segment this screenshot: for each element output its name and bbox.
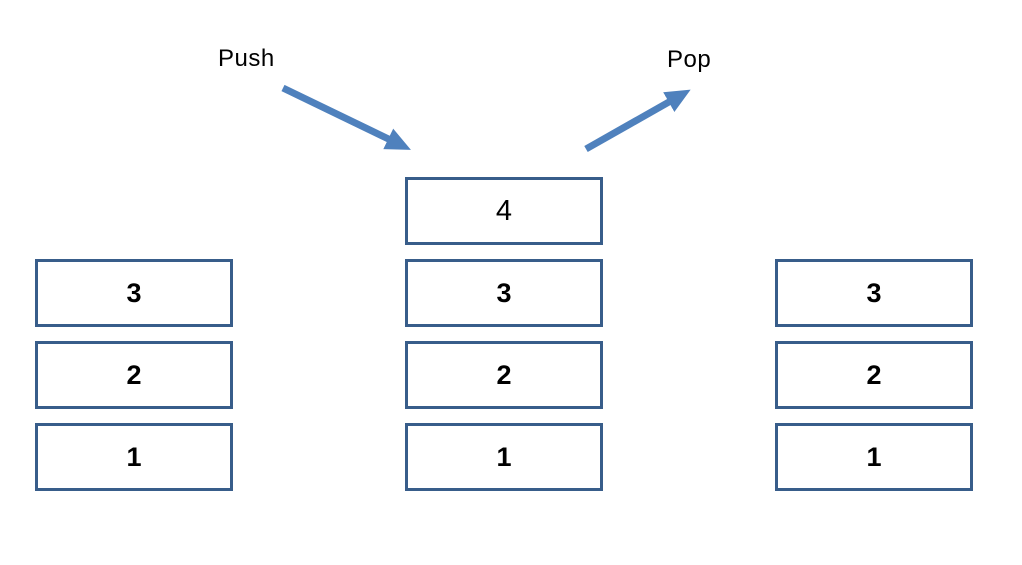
middle-stack-pushed-item: 4: [405, 177, 603, 245]
right-stack-item-bottom: 1: [775, 423, 973, 491]
push-arrow-icon: [281, 84, 411, 150]
left-stack-item-top: 3: [35, 259, 233, 327]
stack-item-value: 1: [496, 441, 512, 472]
middle-stack-item-bottom: 1: [405, 423, 603, 491]
stack-item-value: 4: [495, 194, 513, 227]
left-stack-item-middle: 2: [35, 341, 233, 409]
stack-item-value: 2: [126, 359, 142, 390]
push-label: Push: [218, 45, 275, 72]
stack-item-value: 1: [126, 441, 142, 472]
left-stack-item-bottom: 1: [35, 423, 233, 491]
stack-item-value: 2: [496, 359, 512, 390]
stack-item-value: 2: [866, 359, 882, 390]
stack-item-value: 3: [126, 277, 142, 308]
right-stack-item-middle: 2: [775, 341, 973, 409]
middle-stack-item-top: 3: [405, 259, 603, 327]
stack-item-value: 3: [496, 277, 512, 308]
stack-item-value: 1: [866, 441, 882, 472]
right-stack-item-top: 3: [775, 259, 973, 327]
pop-label: Pop: [667, 46, 712, 73]
pop-arrow-icon: [584, 89, 691, 153]
middle-stack-item-middle: 2: [405, 341, 603, 409]
stack-item-value: 3: [866, 277, 882, 308]
